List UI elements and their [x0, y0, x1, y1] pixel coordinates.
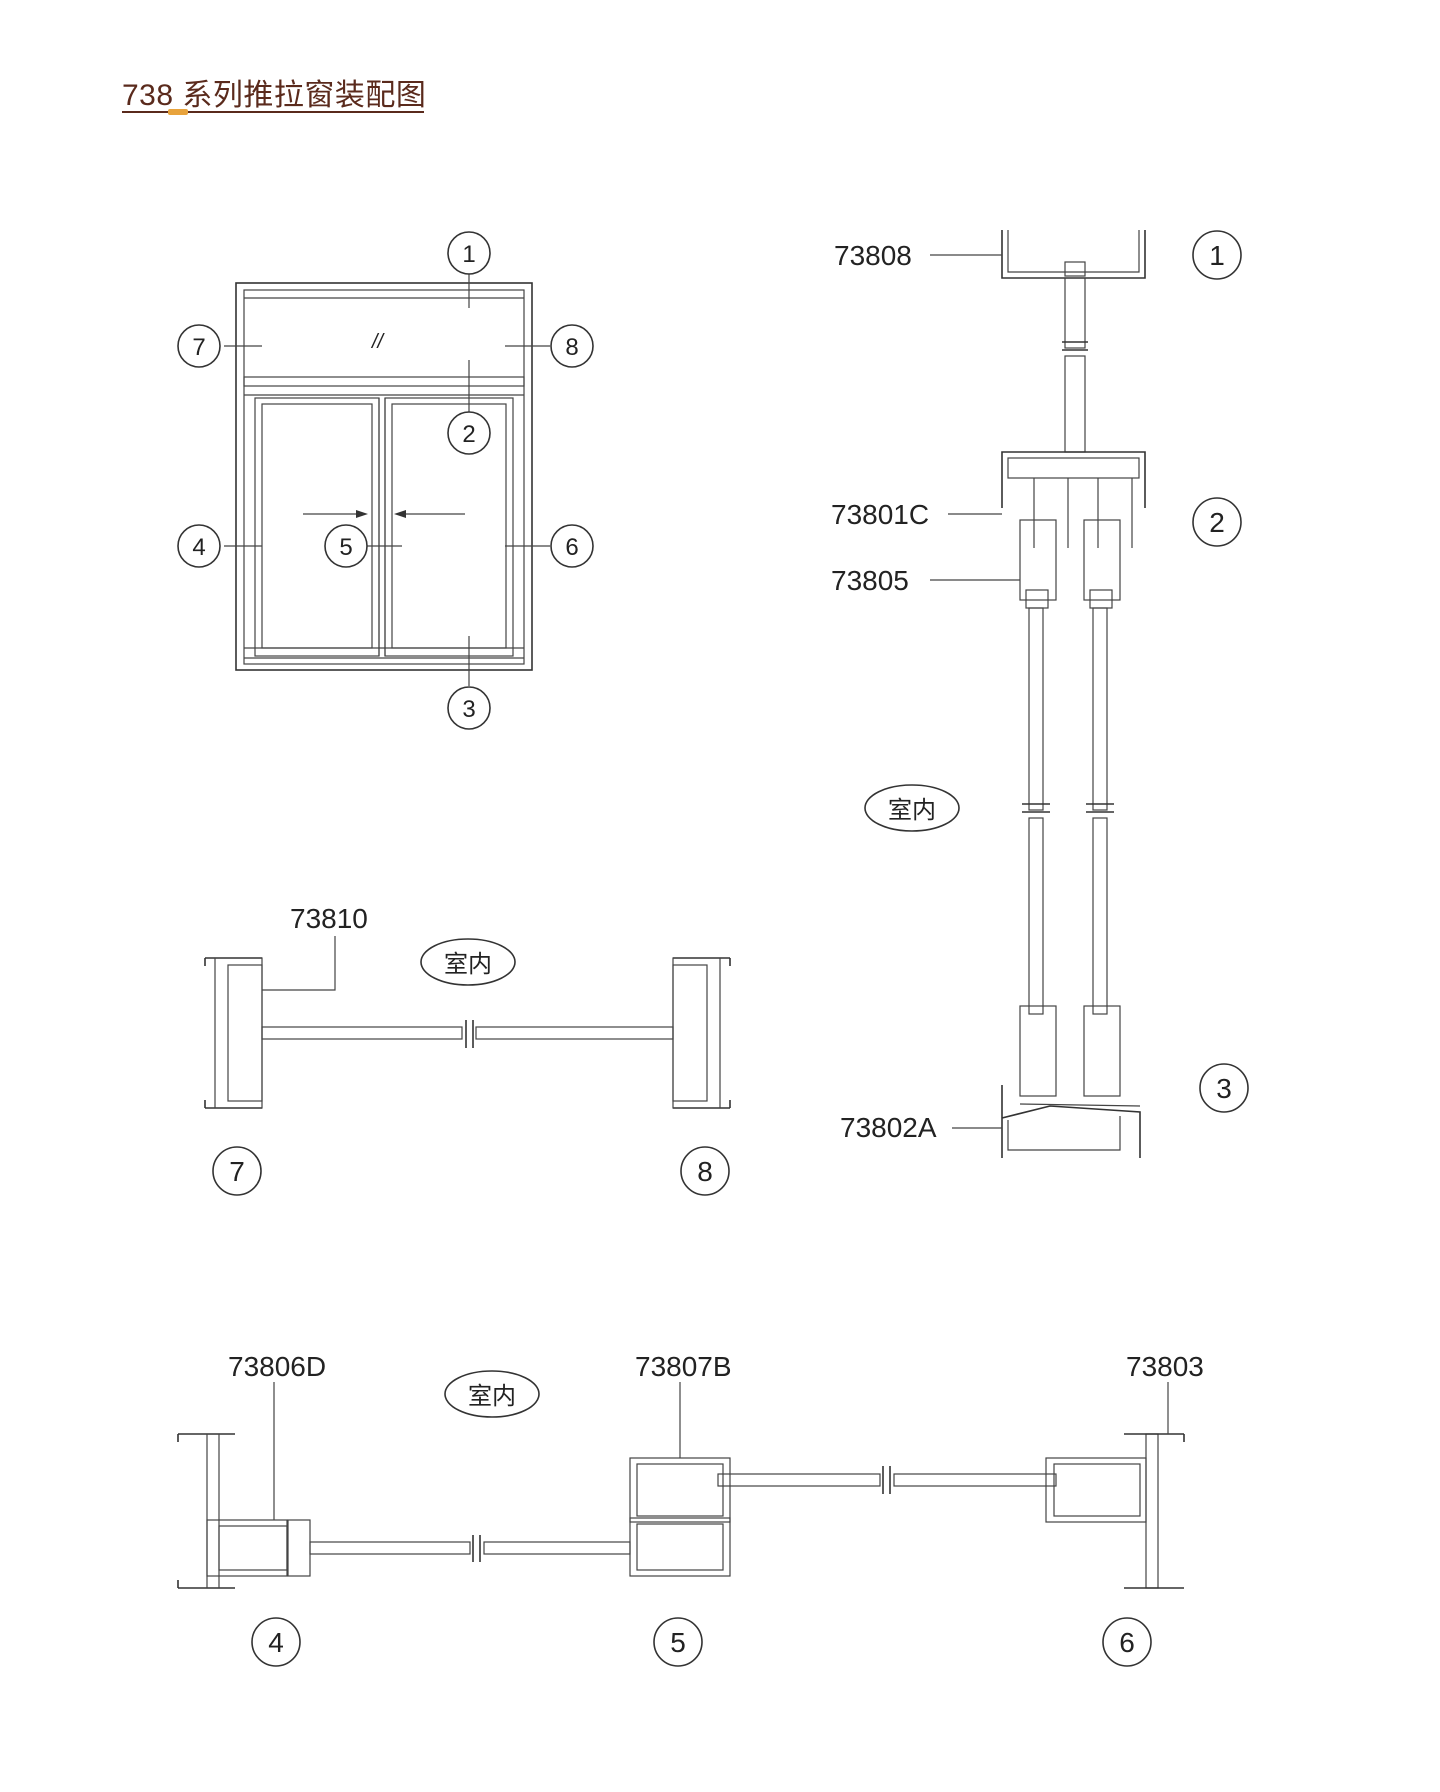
callout-4: 4 — [177, 524, 221, 568]
window-elevation: // 1 2 3 4 5 — [177, 231, 594, 730]
arrow-right-icon — [356, 510, 368, 518]
svg-text:7: 7 — [229, 1156, 245, 1187]
marker-7: 7 — [212, 1146, 262, 1196]
callout-5: 5 — [324, 524, 368, 568]
svg-text:室内: 室内 — [444, 951, 492, 978]
svg-text:8: 8 — [565, 334, 578, 361]
part-label-73807B: 73807B — [635, 1351, 732, 1382]
indoor-tag-transom: 室内 — [420, 938, 516, 986]
marker-3: 3 — [1199, 1063, 1249, 1113]
callout-2: 2 — [447, 411, 491, 455]
callout-8: 8 — [550, 324, 594, 368]
svg-text:3: 3 — [462, 696, 475, 723]
svg-text:5: 5 — [339, 534, 352, 561]
svg-text:7: 7 — [192, 334, 205, 361]
part-label-73805: 73805 — [831, 565, 909, 596]
svg-text:1: 1 — [1209, 240, 1225, 271]
svg-text:6: 6 — [565, 534, 578, 561]
marker-5: 5 — [653, 1617, 703, 1667]
outer-frame — [235, 282, 533, 671]
callout-7: 7 — [177, 324, 221, 368]
part-label-73802A: 73802A — [840, 1112, 937, 1143]
callout-1: 1 — [447, 231, 491, 275]
indoor-tag-vertical: 室内 — [864, 784, 960, 832]
svg-text:2: 2 — [1209, 507, 1225, 538]
svg-text:6: 6 — [1119, 1627, 1135, 1658]
svg-text:4: 4 — [192, 534, 205, 561]
part-label-73810: 73810 — [290, 903, 368, 934]
svg-text:2: 2 — [462, 421, 475, 448]
glass-mark: // — [370, 331, 386, 353]
transom-bar — [243, 376, 525, 387]
title-accent — [168, 109, 188, 115]
vertical-section: 73808 73801C 73805 73802A 室内 1 2 3 — [831, 230, 1249, 1158]
part-label-73808: 73808 — [834, 240, 912, 271]
svg-text:1: 1 — [462, 241, 475, 268]
page-title: 738 系列推拉窗装配图 — [122, 79, 427, 112]
marker-4: 4 — [251, 1617, 301, 1667]
svg-text:4: 4 — [268, 1627, 284, 1658]
svg-text:室内: 室内 — [888, 797, 936, 824]
marker-8: 8 — [680, 1146, 730, 1196]
svg-text:5: 5 — [670, 1627, 686, 1658]
marker-2: 2 — [1192, 497, 1242, 547]
transom-section: 73810 室内 7 8 — [204, 903, 731, 1196]
svg-text:3: 3 — [1216, 1073, 1232, 1104]
indoor-tag-horizontal: 室内 — [444, 1370, 540, 1418]
svg-text:室内: 室内 — [468, 1383, 516, 1410]
callout-6: 6 — [550, 524, 594, 568]
part-label-73801C: 73801C — [831, 499, 929, 530]
callout-3: 3 — [447, 686, 491, 730]
marker-1: 1 — [1192, 230, 1242, 280]
part-label-73803: 73803 — [1126, 1351, 1204, 1382]
title-underline — [122, 111, 424, 113]
inner-frame — [243, 289, 525, 665]
marker-6: 6 — [1102, 1617, 1152, 1667]
part-label-73806D: 73806D — [228, 1351, 326, 1382]
svg-text:8: 8 — [697, 1156, 713, 1187]
horizontal-section: 73806D 73807B 73803 室内 4 5 6 — [177, 1351, 1204, 1667]
arrow-left-icon — [394, 510, 406, 518]
